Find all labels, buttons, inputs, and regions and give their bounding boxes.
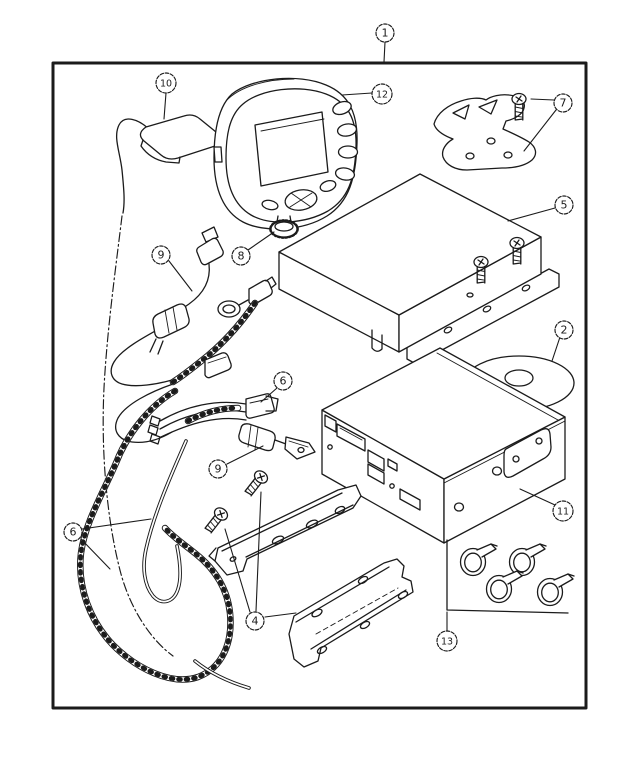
wiring-harness-upper-drawing xyxy=(110,226,277,444)
callout-number: 5 xyxy=(561,198,568,211)
callout-circle xyxy=(554,195,574,215)
callout-number: 8 xyxy=(238,249,245,262)
callout-11-drive-unit: 11 xyxy=(552,500,574,522)
callout-circle xyxy=(375,23,395,43)
callout-number: 1 xyxy=(382,26,389,39)
leader-line-10 xyxy=(163,92,167,120)
drive-unit-drawing xyxy=(321,347,566,544)
leader-line-4 xyxy=(224,528,251,613)
top-bracket-drawing xyxy=(433,92,537,171)
callout-circle xyxy=(553,93,573,113)
callout-5-receiver-unit: 5 xyxy=(554,195,574,215)
callout-circle xyxy=(273,371,293,391)
callout-4-mounting-brackets: 4 xyxy=(245,611,265,631)
mounting-bracket-a-drawing xyxy=(208,484,362,576)
callout-9-wiring-harness: 9 xyxy=(208,459,228,479)
leader-line-1 xyxy=(383,41,386,63)
callout-circle xyxy=(151,245,171,265)
callout-12-display-unit: 12 xyxy=(371,83,393,105)
callout-circle xyxy=(245,611,265,631)
leader-line-5 xyxy=(507,207,556,222)
callout-number: 9 xyxy=(158,248,165,261)
callout-circle xyxy=(63,522,83,542)
leader-line-7 xyxy=(530,98,555,101)
callout-circle xyxy=(371,83,393,105)
leader-line-12 xyxy=(341,92,373,96)
callout-number: 9 xyxy=(215,462,222,475)
callout-circle xyxy=(155,72,177,94)
callout-circle xyxy=(231,246,251,266)
callout-1-enclosure-frame: 1 xyxy=(375,23,395,43)
leader-line-6 xyxy=(260,387,278,403)
leader-line-9 xyxy=(226,445,264,465)
leader-line-4 xyxy=(255,491,262,612)
leader-line-4 xyxy=(264,612,297,618)
callout-9-wiring-harness: 9 xyxy=(151,245,171,265)
wiring-harness-middle-drawing xyxy=(147,393,316,460)
callout-2-map-disc: 2 xyxy=(554,320,574,340)
callout-circle xyxy=(208,459,228,479)
cable-clamps-drawing xyxy=(446,539,575,614)
leader-line-9 xyxy=(168,260,193,292)
display-unit-drawing xyxy=(213,77,359,239)
callout-6-cable-loom: 6 xyxy=(63,522,83,542)
callout-number: 6 xyxy=(70,525,77,538)
callout-circle xyxy=(552,500,574,522)
callout-layer: 1 10 12 7 5 8 9 2 6 9 11 6 4 13 xyxy=(63,23,574,652)
leader-line-6 xyxy=(81,518,152,530)
callout-number: 10 xyxy=(160,78,172,89)
receiver-box-drawing xyxy=(278,173,560,365)
leader-line-2 xyxy=(551,336,561,362)
callout-number: 7 xyxy=(560,96,567,109)
cable-loom-drawing xyxy=(77,387,251,690)
callout-number: 4 xyxy=(252,614,259,627)
gps-antenna-drawing xyxy=(102,114,220,657)
leader-line-8 xyxy=(247,231,275,251)
mounting-bracket-b-drawing xyxy=(288,558,414,668)
frame-border xyxy=(51,61,588,710)
callout-number: 2 xyxy=(561,323,568,336)
callout-10-gps-antenna: 10 xyxy=(155,72,177,94)
callout-number: 12 xyxy=(376,89,388,100)
callout-number: 13 xyxy=(441,636,453,647)
leader-line-11 xyxy=(519,488,556,506)
leader-line-6 xyxy=(80,538,111,570)
callout-8-control-knob: 8 xyxy=(231,246,251,266)
leader-line-7 xyxy=(523,109,557,152)
callout-number: 6 xyxy=(280,374,287,387)
control-knob-drawing xyxy=(269,215,299,239)
callout-number: 11 xyxy=(557,506,569,517)
callout-circle xyxy=(554,320,574,340)
callout-13-cable-clamps: 13 xyxy=(436,630,458,652)
callout-circle xyxy=(436,630,458,652)
callout-7-bracket-and-screw: 7 xyxy=(553,93,573,113)
callout-6-cable-loom: 6 xyxy=(273,371,293,391)
